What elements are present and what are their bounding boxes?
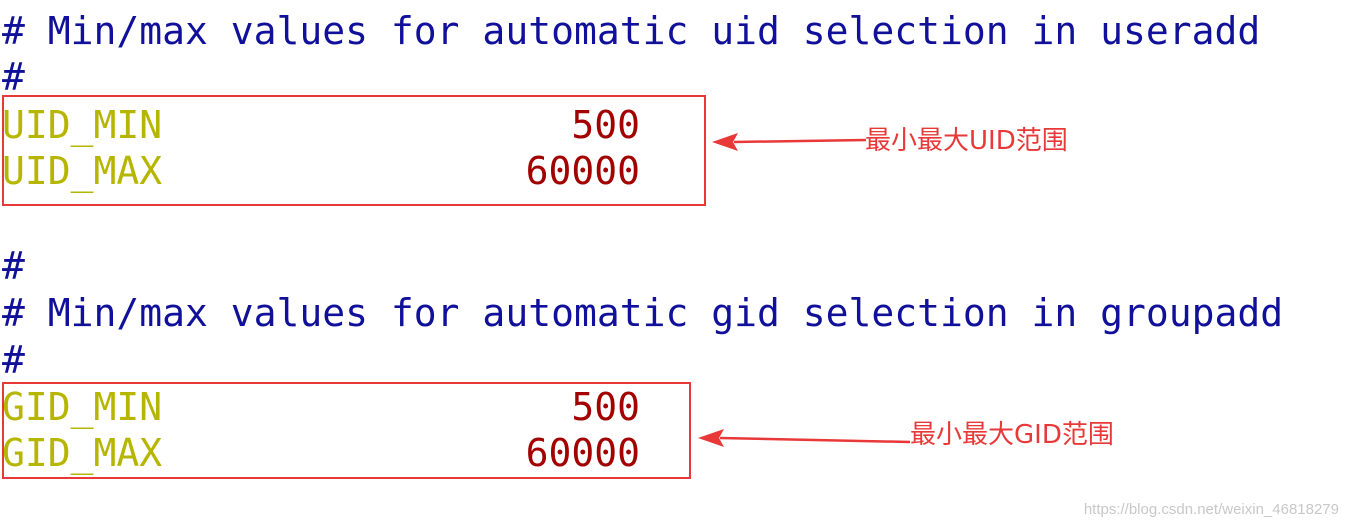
uid-max-value: 60000 <box>525 149 640 193</box>
gid-min-value: 500 <box>571 385 640 429</box>
uid-range-annotation: 最小最大UID范围 <box>865 126 1068 156</box>
uid-arrow-icon <box>712 133 867 151</box>
watermark-text: https://blog.csdn.net/weixin_46818279 <box>1083 501 1339 518</box>
gid-range-highlight-box <box>2 382 691 479</box>
gid-comment-line: # Min/max values for automatic gid selec… <box>2 291 1284 335</box>
uid-range-highlight-box <box>2 95 706 206</box>
comment-hash-line: # <box>2 338 25 382</box>
gid-min-key: GID_MIN <box>2 385 163 429</box>
uid-max-key: UID_MAX <box>2 149 163 193</box>
gid-max-key: GID_MAX <box>2 431 163 475</box>
uid-min-key: UID_MIN <box>2 103 163 147</box>
comment-hash-line: # <box>2 244 25 288</box>
gid-range-annotation: 最小最大GID范围 <box>910 420 1114 450</box>
uid-min-value: 500 <box>571 103 640 147</box>
uid-comment-line: # Min/max values for automatic uid selec… <box>2 9 1261 53</box>
comment-hash-line: # <box>2 55 25 99</box>
gid-max-value: 60000 <box>525 431 640 475</box>
gid-arrow-icon <box>698 429 911 447</box>
